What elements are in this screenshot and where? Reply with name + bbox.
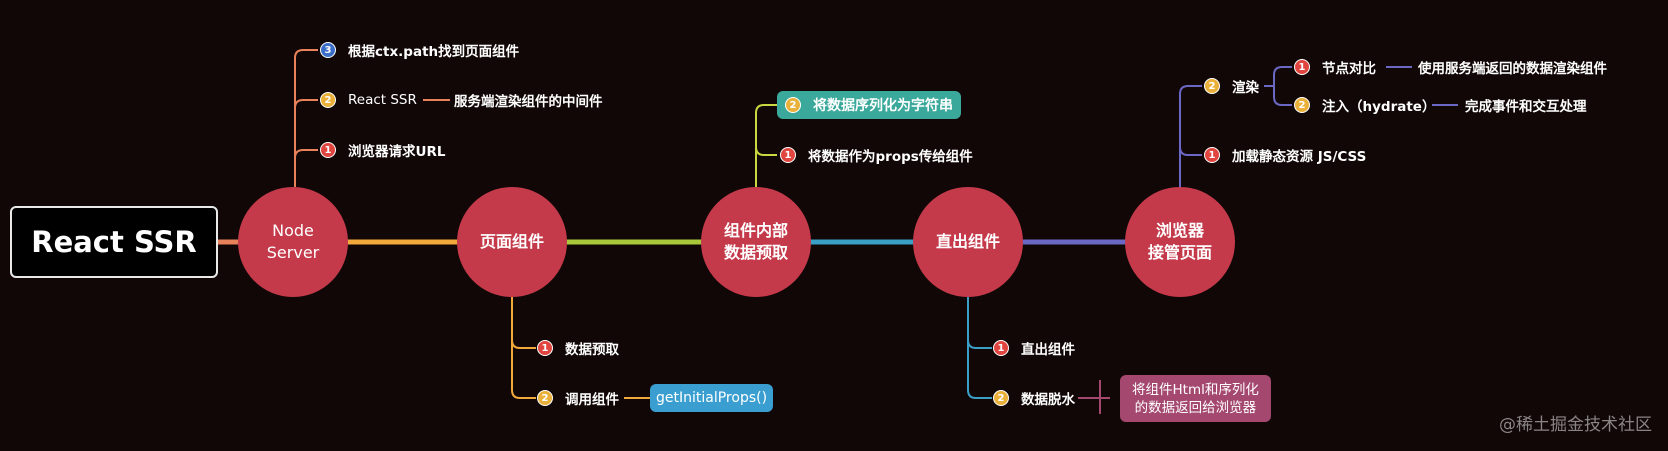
node-direct-component-label: 直出组件	[935, 232, 1000, 252]
leaf-label: 完成事件和交互处理	[1465, 99, 1587, 115]
return-to-browser-box: 将组件Html和序列化 的数据返回给浏览器	[1120, 375, 1271, 422]
getinitialprops-box: getInitialProps()	[650, 384, 774, 412]
leaf-label: 服务端渲染组件的中间件	[454, 94, 603, 110]
number-1-icon: 1	[780, 147, 796, 163]
number-2-icon: 2	[993, 390, 1009, 406]
node-page-component-label: 页面组件	[479, 232, 544, 252]
node-browser-takeover: 浏览器 接管页面	[1125, 187, 1235, 297]
node-server-branch	[294, 49, 450, 187]
direct-child-bracket	[1078, 380, 1110, 414]
node-server-label: Node Server	[266, 221, 320, 262]
return-line-1: 将组件Html和序列化	[1132, 381, 1259, 398]
node-prefetch-label: 组件内部 数据预取	[723, 221, 788, 262]
leaf-label: 数据脱水	[1021, 392, 1075, 408]
leaf-label: 直出组件	[1021, 342, 1075, 358]
node-direct-component: 直出组件	[913, 187, 1023, 297]
serialize-box: 2 将数据序列化为字符串	[777, 91, 961, 119]
number-2-icon: 2	[1204, 78, 1220, 94]
serialize-label: 将数据序列化为字符串	[813, 98, 953, 114]
leaf-label: 浏览器请求URL	[348, 144, 446, 160]
leaf-pass-props: 1 将数据作为props传给组件	[780, 143, 973, 167]
node-prefetch: 组件内部 数据预取	[701, 187, 811, 297]
number-2-icon: 2	[537, 390, 553, 406]
leaf-dehydrate: 2 数据脱水	[993, 386, 1075, 410]
leaf-label: 加载静态资源 JS/CSS	[1232, 149, 1367, 165]
number-1-icon: 1	[537, 340, 553, 356]
number-3-icon: 3	[320, 42, 336, 58]
leaf-label: React SSR	[348, 92, 417, 108]
number-2-icon: 2	[320, 92, 336, 108]
leaf-hydrate: 2 注入（hydrate）	[1294, 93, 1435, 117]
browser-branch	[1179, 66, 1458, 187]
leaf-label: 将数据作为props传给组件	[808, 149, 973, 165]
leaf-node-diff: 1 节点对比	[1294, 55, 1376, 79]
leaf-label: 注入（hydrate）	[1322, 99, 1436, 115]
number-1-icon: 1	[993, 340, 1009, 356]
node-browser-takeover-label: 浏览器 接管页面	[1147, 221, 1212, 262]
leaf-react-ssr: 2 React SSR	[320, 88, 417, 112]
number-1-icon: 1	[320, 142, 336, 158]
direct-branch	[967, 297, 992, 399]
number-2-icon: 2	[1294, 97, 1310, 113]
leaf-browser-request-url: 1 浏览器请求URL	[320, 138, 445, 162]
leaf-find-page-component: 3 根据ctx.path找到页面组件	[320, 38, 519, 62]
leaf-render: 2 渲染	[1204, 74, 1259, 98]
prefetch-branch	[755, 104, 777, 187]
node-page-component: 页面组件	[457, 187, 567, 297]
leaf-label: 数据预取	[565, 342, 619, 358]
number-1-icon: 1	[1204, 147, 1220, 163]
page-component-branch	[511, 297, 650, 399]
leaf-events-interaction: 完成事件和交互处理	[1465, 93, 1587, 117]
leaf-label: 节点对比	[1322, 61, 1376, 77]
leaf-direct-component: 1 直出组件	[993, 336, 1075, 360]
node-server: Node Server	[238, 187, 348, 297]
number-1-icon: 1	[1294, 59, 1310, 75]
leaf-data-prefetch: 1 数据预取	[537, 336, 619, 360]
watermark: @稀土掘金技术社区	[1499, 415, 1652, 435]
root-node: React SSR	[10, 206, 218, 278]
leaf-label: 渲染	[1232, 80, 1259, 96]
leaf-call-component: 2 调用组件	[537, 386, 619, 410]
leaf-label: 调用组件	[565, 392, 619, 408]
leaf-label: 根据ctx.path找到页面组件	[348, 44, 520, 60]
return-line-2: 的数据返回给浏览器	[1134, 399, 1257, 416]
leaf-render-with-server-data: 使用服务端返回的数据渲染组件	[1418, 55, 1607, 79]
getinitialprops-label: getInitialProps()	[656, 390, 768, 406]
number-2-icon: 2	[785, 97, 801, 113]
leaf-load-static-assets: 1 加载静态资源 JS/CSS	[1204, 143, 1366, 167]
leaf-ssr-middleware: 服务端渲染组件的中间件	[454, 88, 603, 112]
leaf-label: 使用服务端返回的数据渲染组件	[1418, 61, 1607, 77]
root-label: React SSR	[31, 225, 197, 259]
